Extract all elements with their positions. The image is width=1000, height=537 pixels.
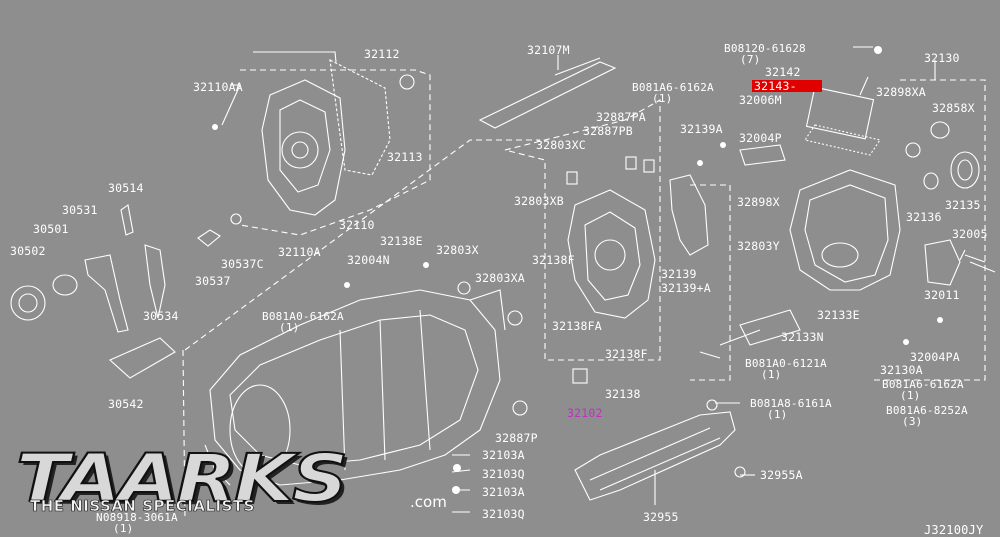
- callout-32803XA[interactable]: 32803XA: [475, 271, 525, 285]
- qty-08120-61628: (7): [740, 53, 761, 66]
- callout-32887PB[interactable]: 32887PB: [583, 124, 633, 138]
- callout-bolt-081A6-6162A-top[interactable]: B081A6-6162A: [632, 81, 714, 94]
- callout-32110A[interactable]: 32110A: [278, 245, 321, 259]
- callout-bolt-081A0-6162A[interactable]: B081A0-6162A: [262, 310, 344, 323]
- qty-081A6-6162A-top: (1): [652, 92, 673, 105]
- callout-32898XA[interactable]: 32898XA: [876, 85, 926, 99]
- seal-32113: [399, 74, 415, 90]
- callout-30537C[interactable]: 30537C: [221, 257, 264, 271]
- qty-081A6-6162A-right: (1): [900, 389, 921, 402]
- callout-32803Y[interactable]: 32803Y: [737, 239, 780, 253]
- callout-32133E[interactable]: 32133E: [817, 308, 860, 322]
- callout-32803XB[interactable]: 32803XB: [514, 194, 564, 208]
- part-32102: [572, 368, 588, 384]
- callout-30537[interactable]: 30537: [195, 274, 231, 288]
- callout-32887P[interactable]: 32887P: [495, 431, 538, 445]
- callout-32110[interactable]: 32110: [339, 218, 375, 232]
- callout-32139[interactable]: 32139: [661, 267, 697, 281]
- callout-32133N[interactable]: 32133N: [781, 330, 824, 344]
- qty-081A6-8252A: (3): [902, 415, 923, 428]
- callout-32103Q-1[interactable]: 32103Q: [482, 467, 525, 481]
- bearing-30501: [52, 274, 78, 296]
- callout-32898X[interactable]: 32898X: [737, 195, 780, 209]
- callout-32803XC[interactable]: 32803XC: [536, 138, 586, 152]
- callout-32955[interactable]: 32955: [643, 510, 679, 524]
- callout-32130A[interactable]: 32130A: [880, 363, 923, 377]
- callout-32138FA[interactable]: 32138FA: [552, 319, 602, 333]
- callout-32113[interactable]: 32113: [387, 150, 423, 164]
- qty-081A0-6121A: (1): [761, 368, 782, 381]
- boot-30542: [108, 337, 176, 379]
- callout-32112[interactable]: 32112: [364, 47, 400, 61]
- callout-bolt-08120-61628[interactable]: B08120-61628: [724, 42, 806, 55]
- callout-32136[interactable]: 32136: [906, 210, 942, 224]
- qty-081A8-6161A: (1): [767, 408, 788, 421]
- callout-32955A[interactable]: 32955A: [760, 468, 803, 482]
- callout-30542[interactable]: 30542: [108, 397, 144, 411]
- callout-30514[interactable]: 30514: [108, 181, 144, 195]
- callout-32135[interactable]: 32135: [945, 198, 981, 212]
- callout-32103A-1[interactable]: 32103A: [482, 448, 525, 462]
- callout-32130[interactable]: 32130: [924, 51, 960, 65]
- callout-32102-link[interactable]: 32102: [567, 406, 603, 420]
- logo-wordmark: TAARKS: [15, 440, 350, 517]
- shift-rod-32107M: [478, 61, 617, 129]
- callout-bolt-081A8-6161A[interactable]: B081A8-6161A: [750, 397, 832, 410]
- callout-32004P[interactable]: 32004P: [739, 131, 782, 145]
- callout-32004PA[interactable]: 32004PA: [910, 350, 960, 364]
- callout-30502[interactable]: 30502: [10, 244, 46, 258]
- bracket-32011: [924, 239, 961, 286]
- callout-32138F-upper[interactable]: 32138F: [532, 253, 575, 267]
- callout-32142[interactable]: 32142: [765, 65, 801, 79]
- taarks-logo: TAARKS THE NISSAN SPECIALISTS .com: [8, 440, 448, 537]
- callout-32103A-2[interactable]: 32103A: [482, 485, 525, 499]
- bearing-32135: [950, 151, 980, 189]
- extension-housing-32138: [567, 189, 656, 319]
- callout-32103Q-2[interactable]: 32103Q: [482, 507, 525, 521]
- lever-30534: [144, 244, 166, 319]
- callout-32139A-lower[interactable]: 32139+A: [661, 281, 711, 295]
- seal-30502: [10, 285, 46, 321]
- callout-32858X[interactable]: 32858X: [932, 101, 975, 115]
- logo-domain: .com: [410, 493, 447, 511]
- callout-32004N[interactable]: 32004N: [347, 253, 390, 267]
- rear-case-32130: [789, 169, 901, 291]
- callout-32138[interactable]: 32138: [605, 387, 641, 401]
- callout-bolt-081A6-8252A[interactable]: B081A6-8252A: [886, 404, 968, 417]
- callout-32005[interactable]: 32005: [952, 227, 988, 241]
- callout-32139A[interactable]: 32139A: [680, 122, 723, 136]
- callout-bolt-081A0-6121A[interactable]: B081A0-6121A: [745, 357, 827, 370]
- logo-tagline: THE NISSAN SPECIALISTS: [30, 497, 255, 515]
- callout-nut-08918-3061A[interactable]: N08918-3061A: [96, 511, 178, 524]
- cover-32142: [805, 86, 875, 140]
- callout-30531[interactable]: 30531: [62, 203, 98, 217]
- callout-bolt-081A6-6162A-right[interactable]: B081A6-6162A: [882, 378, 964, 391]
- lever-32133N: [739, 309, 801, 346]
- callout-32138E[interactable]: 32138E: [380, 234, 423, 248]
- callout-32887PA[interactable]: 32887PA: [596, 110, 646, 124]
- shift-fork-30531: [84, 254, 129, 333]
- callout-30501[interactable]: 30501: [33, 222, 69, 236]
- callout-30534[interactable]: 30534: [143, 309, 179, 323]
- callout-32143-highlighted[interactable]: 32143-: [752, 80, 822, 92]
- gasket-32139: [669, 174, 709, 256]
- callout-32107M[interactable]: 32107M: [527, 43, 570, 57]
- callout-32011[interactable]: 32011: [924, 288, 960, 302]
- front-cover-outline: [261, 79, 346, 216]
- cover-32955: [574, 411, 736, 501]
- qty-08918-3061A: (1): [113, 522, 134, 535]
- callout-32138F-lower[interactable]: 32138F: [605, 347, 648, 361]
- callout-32110AA[interactable]: 32110AA: [193, 80, 243, 94]
- callout-32006M[interactable]: 32006M: [739, 93, 782, 107]
- transmission-case: [209, 289, 501, 486]
- callout-32803X[interactable]: 32803X: [436, 243, 479, 257]
- gasket-32112: [329, 59, 391, 176]
- qty-081A0-6162A: (1): [279, 321, 300, 334]
- diagram-code: J32100JY: [924, 523, 984, 537]
